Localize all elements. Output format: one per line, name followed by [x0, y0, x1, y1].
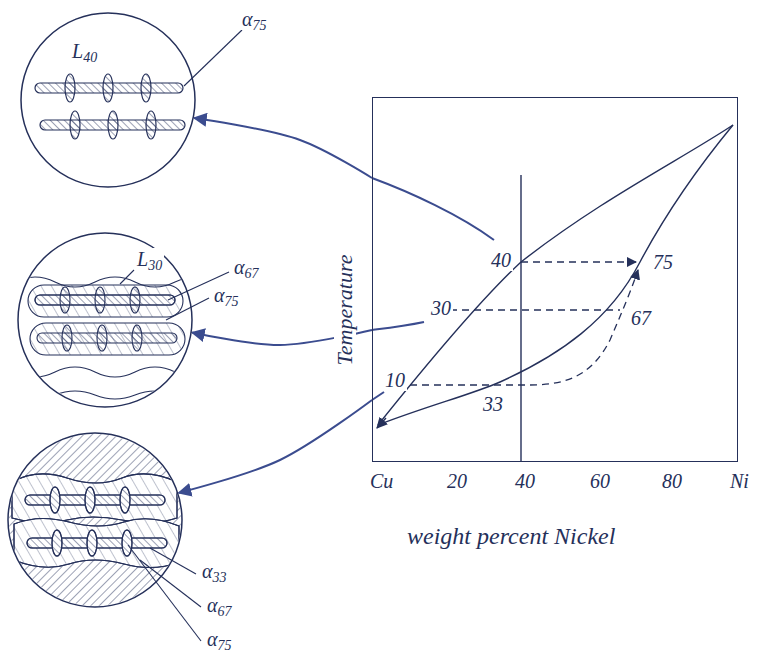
tie-line [521, 261, 636, 262]
circle-outline [7, 432, 183, 608]
axis-tick: 60 [588, 470, 612, 492]
leader-line [150, 548, 196, 574]
phase-label: α75 [240, 8, 269, 30]
composition-value: 40 [489, 249, 513, 271]
axis-tick: Cu [368, 470, 395, 492]
tie-line [398, 270, 638, 385]
phase-label: α33 [200, 560, 229, 582]
microstructure-circle: α33α67α75 [7, 432, 183, 608]
pointer-leader [372, 178, 494, 240]
composition-value: 10 [383, 369, 407, 391]
composition-value: 67 [629, 307, 653, 329]
axis-tick: Ni [728, 470, 751, 492]
axis-title: weight percent Nickel [405, 525, 617, 547]
composition-value: 75 [651, 251, 675, 273]
dendrites [5, 430, 185, 610]
tie-lines [398, 262, 638, 385]
circle-outline [20, 12, 196, 188]
composition-value: 30 [429, 297, 453, 319]
leader-lines [120, 30, 242, 641]
phase-curves [377, 125, 733, 462]
leader-line [140, 560, 201, 607]
dendrites [15, 277, 215, 399]
axis-tick: 20 [445, 470, 469, 492]
phase-label: α75 [205, 628, 234, 650]
liquidus-curve [378, 125, 733, 425]
circle-outline [21, 13, 195, 187]
tie-line [450, 309, 620, 310]
phase-label: L30 [135, 248, 164, 270]
axis-tick: 80 [660, 470, 684, 492]
pointer-arrow [179, 400, 372, 493]
circle-outline [8, 433, 182, 607]
pointer-leader [372, 392, 384, 400]
axis-title: Temperature [334, 253, 356, 368]
microstructure-circle: L40α75 [20, 12, 196, 188]
leader-line [120, 270, 134, 284]
axis-tick: 40 [513, 470, 537, 492]
pointer-leaders [372, 178, 494, 400]
leader-line [128, 545, 201, 641]
circle-outline [18, 233, 192, 407]
phase-label: L40 [70, 40, 99, 62]
dendrites [35, 74, 185, 139]
composition-line [520, 175, 521, 462]
pointer-arrow [194, 118, 372, 178]
phase-label: α67 [205, 594, 234, 616]
phase-diagram-plot: 40 75 30 67 10 33 [372, 97, 738, 462]
phase-label: α75 [212, 284, 241, 306]
microstructure-circle: L30α67α75 [17, 232, 193, 408]
phase-label: α67 [232, 256, 261, 278]
pointer-leader [372, 322, 424, 330]
circle-outline [17, 232, 193, 408]
solidus-curve [378, 125, 733, 425]
leader-line [166, 298, 209, 320]
cooling-arrow [377, 418, 386, 428]
composition-value: 33 [481, 393, 505, 415]
